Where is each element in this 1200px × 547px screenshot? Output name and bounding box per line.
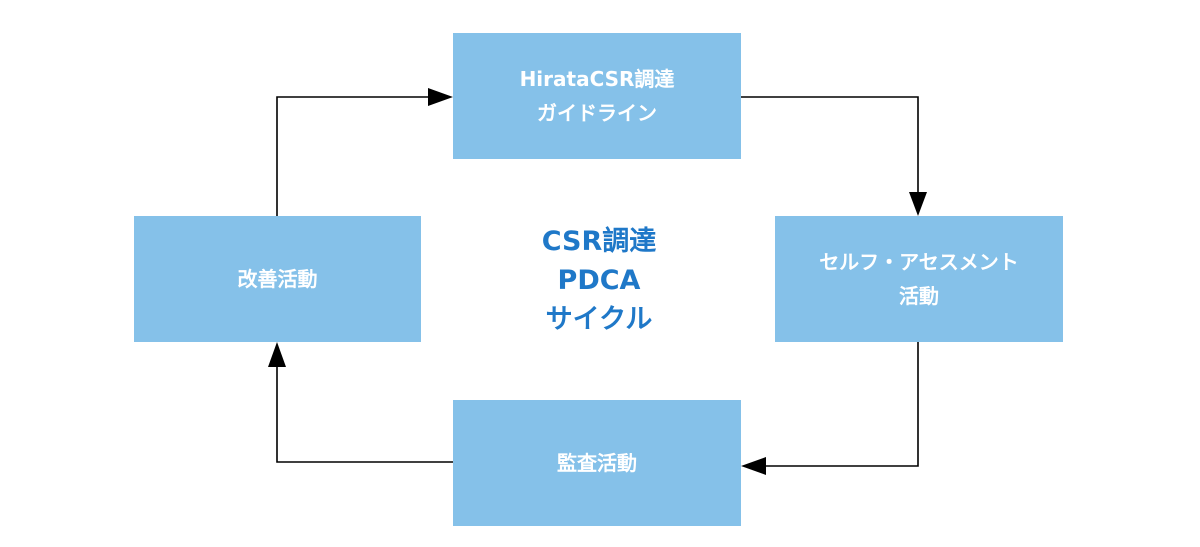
arrowhead-left-to-top — [428, 88, 453, 106]
arrowhead-bottom-to-left — [268, 342, 286, 367]
arrow-bottom-to-left — [276, 367, 453, 463]
step-label-line: 活動 — [899, 284, 939, 308]
arrow-right-to-bottom — [766, 342, 919, 467]
step-label-line: セルフ・アセスメント — [819, 250, 1019, 274]
cycle-title: CSR調達 PDCA サイクル — [494, 222, 704, 339]
cycle-title-line: サイクル — [545, 304, 653, 335]
cycle-title-line: PDCA — [557, 265, 641, 296]
cycle-title-line: CSR調達 — [541, 226, 657, 257]
step-label-line: 監査活動 — [557, 451, 637, 475]
step-label-line: HirataCSR調達 — [519, 67, 675, 91]
step-box-improvement: 改善活動 — [134, 216, 421, 342]
step-box-audit: 監査活動 — [453, 400, 741, 526]
arrowhead-right-to-bottom — [741, 457, 766, 475]
step-box-self-assessment: セルフ・アセスメント 活動 — [775, 216, 1063, 342]
step-label-line: 改善活動 — [237, 267, 318, 291]
arrow-top-to-right — [741, 96, 919, 192]
arrowhead-top-to-right — [909, 192, 927, 216]
step-box-csr-guideline: HirataCSR調達 ガイドライン — [453, 33, 741, 159]
arrow-left-to-top — [276, 96, 428, 216]
step-label-line: ガイドライン — [537, 101, 657, 125]
